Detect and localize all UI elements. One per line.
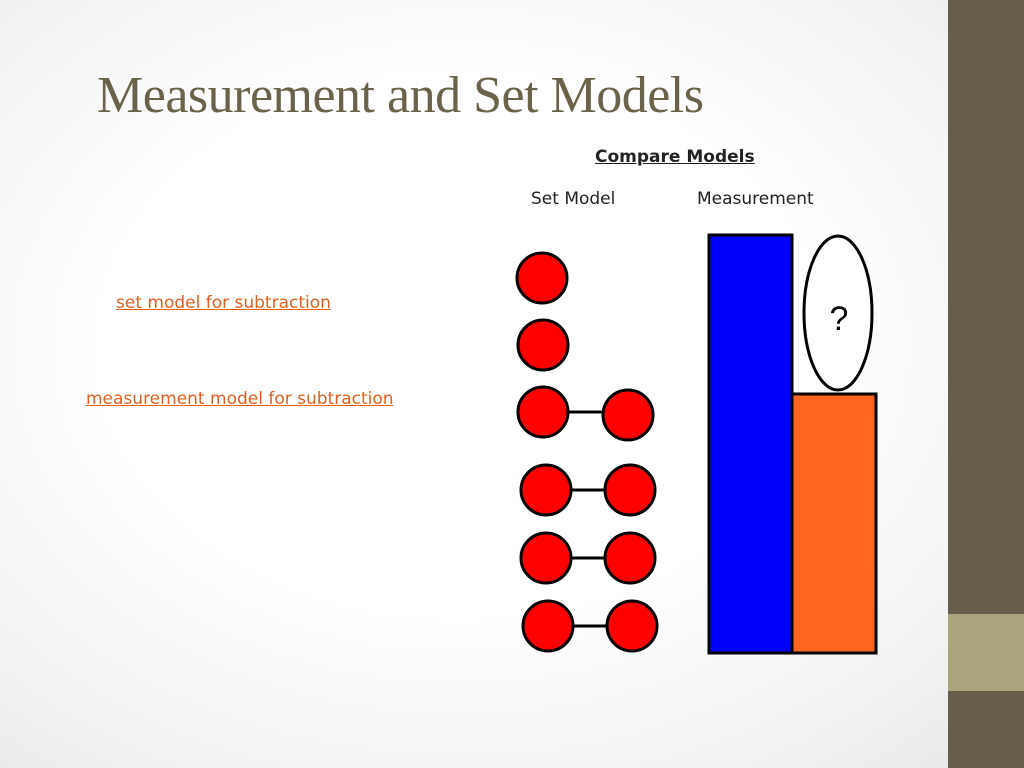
counter [603, 531, 657, 585]
unknown-difference-oval [802, 234, 874, 392]
counter [519, 531, 573, 585]
measurement-bars: ? [707, 233, 878, 655]
counter [601, 388, 655, 442]
question-mark: ? [830, 300, 849, 338]
models-diagram: ? [515, 233, 878, 655]
compare-models-heading: Compare Models [595, 147, 755, 167]
measurement-label: Measurement [697, 189, 814, 209]
measurement-model-subtraction-link[interactable]: measurement model for subtraction [86, 389, 394, 409]
set-model-subtraction-link[interactable]: set model for subtraction [116, 293, 331, 313]
orange-bar [790, 392, 878, 655]
counter [519, 463, 573, 517]
set-model-label: Set Model [531, 189, 616, 209]
counter [603, 463, 657, 517]
counter [605, 599, 659, 653]
theme-side-bar-accent [948, 614, 1024, 691]
counter [516, 385, 570, 439]
slide-title: Measurement and Set Models [97, 67, 704, 124]
counter [515, 251, 569, 305]
set-model-counters [515, 251, 659, 653]
counter [516, 318, 570, 372]
blue-bar [707, 233, 794, 655]
counter [521, 599, 575, 653]
